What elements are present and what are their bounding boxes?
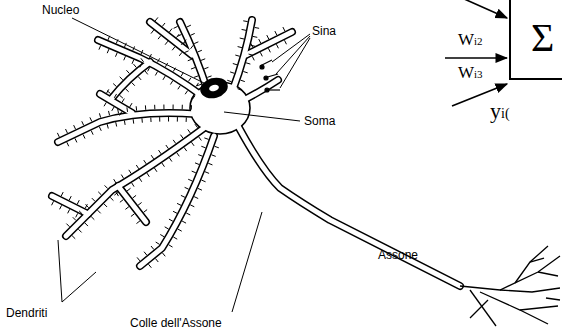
structure-label: Nucleo [42,3,79,17]
structure-label: Sina [312,24,336,38]
dendrite-tree [52,20,460,286]
leader-lines [58,18,310,312]
structure-label: Assone [378,248,418,262]
summation-box: Σ [509,0,562,80]
summation-symbol: Σ [531,18,562,58]
input-arrows [445,0,507,106]
weight-label: Wi2 [458,30,483,50]
structure-label: Dendriti [6,306,47,320]
weight-label: Wi3 [458,63,483,83]
dendrite-spines [52,17,287,267]
structure-label: Soma [304,114,335,128]
nucleus [198,75,230,102]
synapse [260,60,280,92]
structure-label: Colle dell'Assone [130,316,222,330]
axon-terminals [460,246,560,326]
output-label: yi( [490,98,510,124]
